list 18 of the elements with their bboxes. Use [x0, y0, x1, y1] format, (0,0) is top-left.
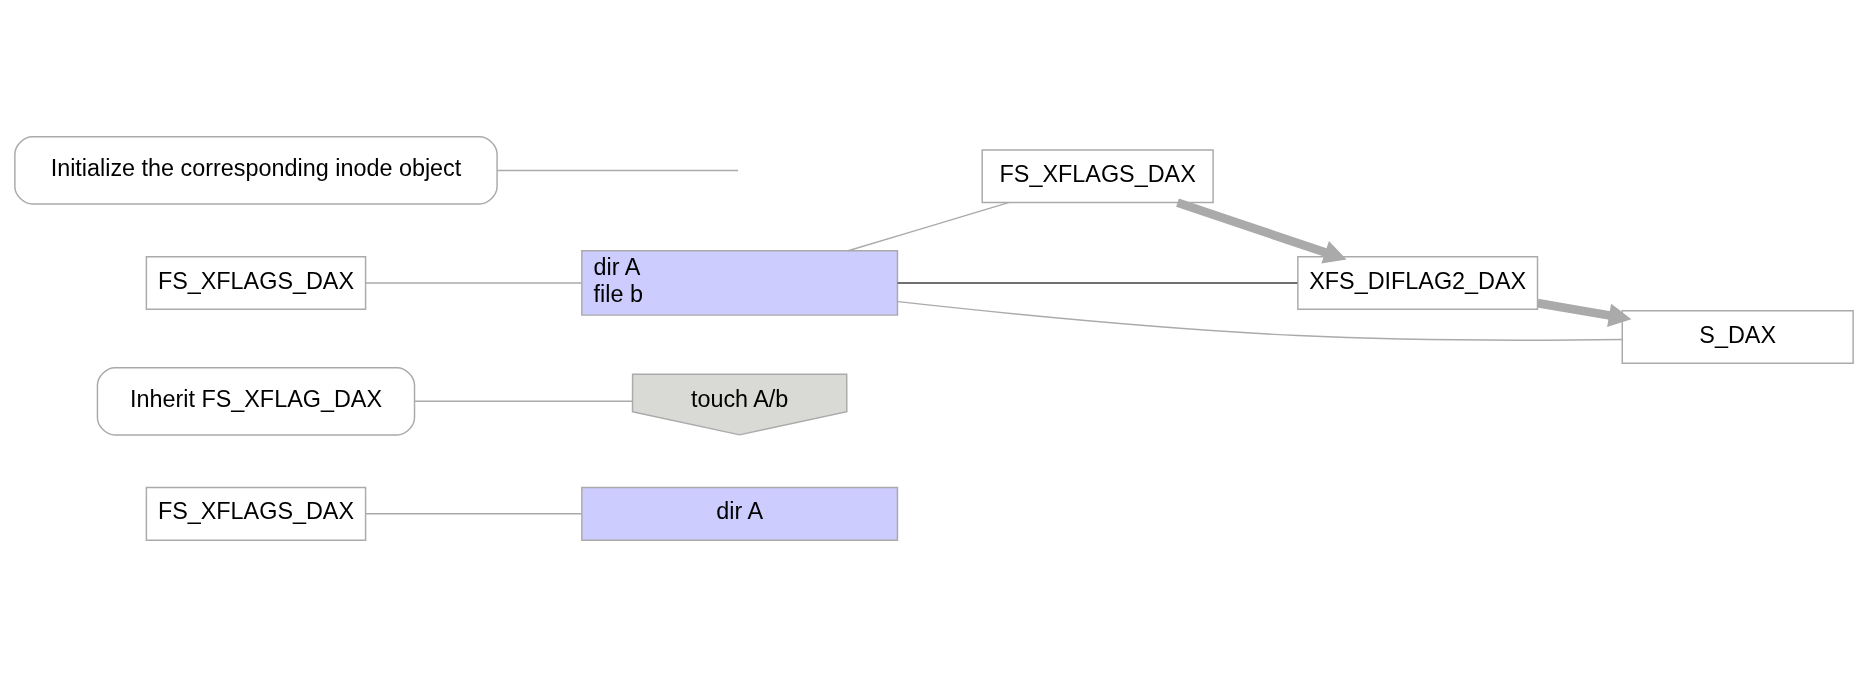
arrow	[1536, 298, 1632, 327]
connector	[896, 281, 1299, 284]
node-box: Initialize the corresponding inode object	[14, 135, 498, 205]
connector	[414, 400, 634, 402]
connector	[365, 281, 583, 284]
connector	[897, 300, 1623, 341]
node-box: FS_XFLAGS_DAX	[145, 255, 367, 310]
arrow	[1176, 198, 1347, 264]
node-box: dir A file b	[581, 249, 899, 316]
node-box: FS_XFLAGS_DAX	[145, 486, 367, 541]
connector	[496, 169, 739, 171]
connector	[847, 201, 1010, 252]
node-box: XFS_DIFLAG2_DAX	[1297, 255, 1539, 310]
node-box: dir A	[581, 486, 899, 541]
node-box: S_DAX	[1621, 309, 1854, 364]
connector	[365, 512, 583, 515]
node-box: Inherit FS_XFLAG_DAX	[96, 366, 416, 436]
node-box: FS_XFLAGS_DAX	[981, 148, 1214, 203]
